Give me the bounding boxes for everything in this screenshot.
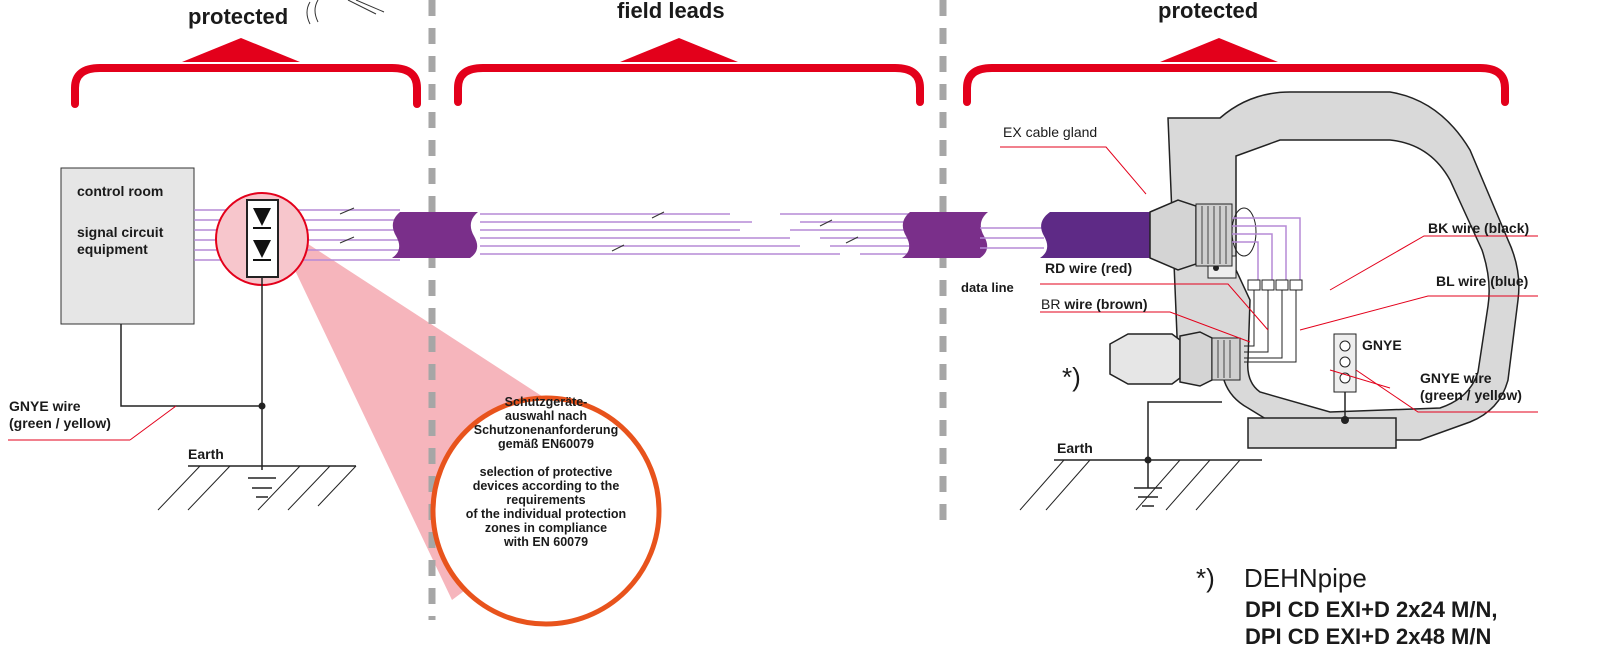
earth-hatch-right (1019, 459, 1241, 511)
footnote-product-1: DPI CD EXI+D 2x24 M/N, (1245, 597, 1498, 622)
switch-mark (339, 207, 355, 215)
circle-de-line: Schutzgeräte- (504, 395, 588, 409)
protector-arrow-icon (253, 240, 271, 258)
zone-header-center: field leads (617, 0, 725, 23)
dehnpipe-nut (1179, 331, 1213, 387)
dehnpipe-thread (1211, 337, 1241, 381)
info-circle-text: Schutzgeräte- auswahl nach Schutzonenanf… (446, 395, 646, 635)
earth-symbol-icon (1134, 487, 1162, 507)
br-wire-label: BR wire (brown) (1041, 296, 1148, 312)
circle-en-line: devices according to the (472, 479, 620, 493)
cable-segment-left (392, 212, 478, 258)
ex-zone-wiring-diagram (8, 0, 1538, 627)
ex-enclosure-cavity (1235, 139, 1490, 413)
zone-header-left: protected (188, 4, 289, 29)
circle-de-line: Schutzonenanforderung (473, 423, 619, 437)
decorative-line (355, 0, 385, 13)
internal-wires (1232, 217, 1301, 282)
circle-en-line: requirements (506, 493, 586, 507)
bl-wire-label: BL wire (blue) (1436, 273, 1529, 289)
zone-bracket-right (963, 64, 1509, 106)
earth-hatch-left (157, 465, 357, 511)
decorative-arc (314, 0, 319, 23)
protector-arrow-icon (253, 208, 271, 226)
enclosure-foot (1247, 417, 1397, 449)
field-wires (480, 213, 910, 255)
footnote-product-2: DPI CD EXI+D 2x48 M/N (1245, 624, 1492, 649)
cable-main-right (1040, 212, 1176, 258)
gnye-wire-label-right: GNYE wire (1420, 370, 1492, 386)
zone-arrow-center (620, 38, 738, 62)
wire-break-marks (611, 211, 859, 252)
ex-cable-gland-label: EX cable gland (1003, 124, 1098, 140)
gland-thread-lines (1201, 206, 1227, 264)
right-leader-lines (1000, 146, 1538, 413)
dehnpipe-body (1109, 333, 1181, 385)
gnye-tag-label: GNYE (1362, 337, 1402, 353)
gnye-wire-label-left: GNYE wire (9, 398, 81, 414)
earth-label-left: Earth (188, 446, 224, 462)
circle-en-line: selection of protective (479, 465, 613, 479)
zone-bracket-left (71, 64, 421, 108)
info-circle (430, 395, 662, 627)
circle-de-line: gemäß EN60079 (498, 437, 594, 451)
circle-en-line: with EN 60079 (503, 535, 589, 549)
data-line-label: data line (961, 280, 1014, 295)
gnye-leader-left (129, 405, 177, 441)
left-ground-wiring (120, 277, 263, 470)
ex-cable-gland (1149, 199, 1197, 271)
footnote-title: DEHNpipe (1244, 563, 1367, 593)
circle-de-line: auswahl nach (505, 409, 587, 423)
control-room-box (60, 167, 195, 325)
earth-label-right: Earth (1057, 440, 1093, 456)
zone-arrow-left (182, 38, 300, 62)
zone-header-right: protected (1158, 0, 1259, 23)
zone-arrow-right (1160, 38, 1278, 62)
circle-en-line: zones in compliance (484, 521, 608, 535)
decorative-arc (306, 1, 311, 25)
cable-segment-mid (902, 212, 988, 258)
right-ground-wiring (1147, 401, 1222, 488)
br-wire-prefix: BR (1041, 296, 1061, 312)
rd-wire-label: RD wire (red) (1045, 260, 1133, 276)
gnye-wire-sub-left: (green / yellow) (9, 415, 111, 431)
footnote-marker: *) (1196, 563, 1215, 593)
earth-symbol-icon (248, 477, 276, 498)
zone-bracket-center (454, 64, 924, 106)
dehnpipe-asterisk: *) (1062, 362, 1081, 392)
br-wire-suffix: wire (brown) (1060, 296, 1148, 312)
control-room-line1: signal circuit (77, 224, 164, 240)
gnye-wire-sub-right: (green / yellow) (1420, 387, 1522, 403)
terminal-output-wires (1244, 290, 1297, 363)
bk-wire-label: BK wire (black) (1428, 220, 1530, 236)
control-room-title: control room (77, 183, 164, 199)
wire-loop (1231, 207, 1257, 257)
control-room-line2: equipment (77, 241, 148, 257)
decorative-line (347, 0, 377, 15)
ground-junction (258, 402, 266, 410)
switch-mark (339, 236, 355, 244)
circle-en-line: of the individual protection (465, 507, 627, 521)
